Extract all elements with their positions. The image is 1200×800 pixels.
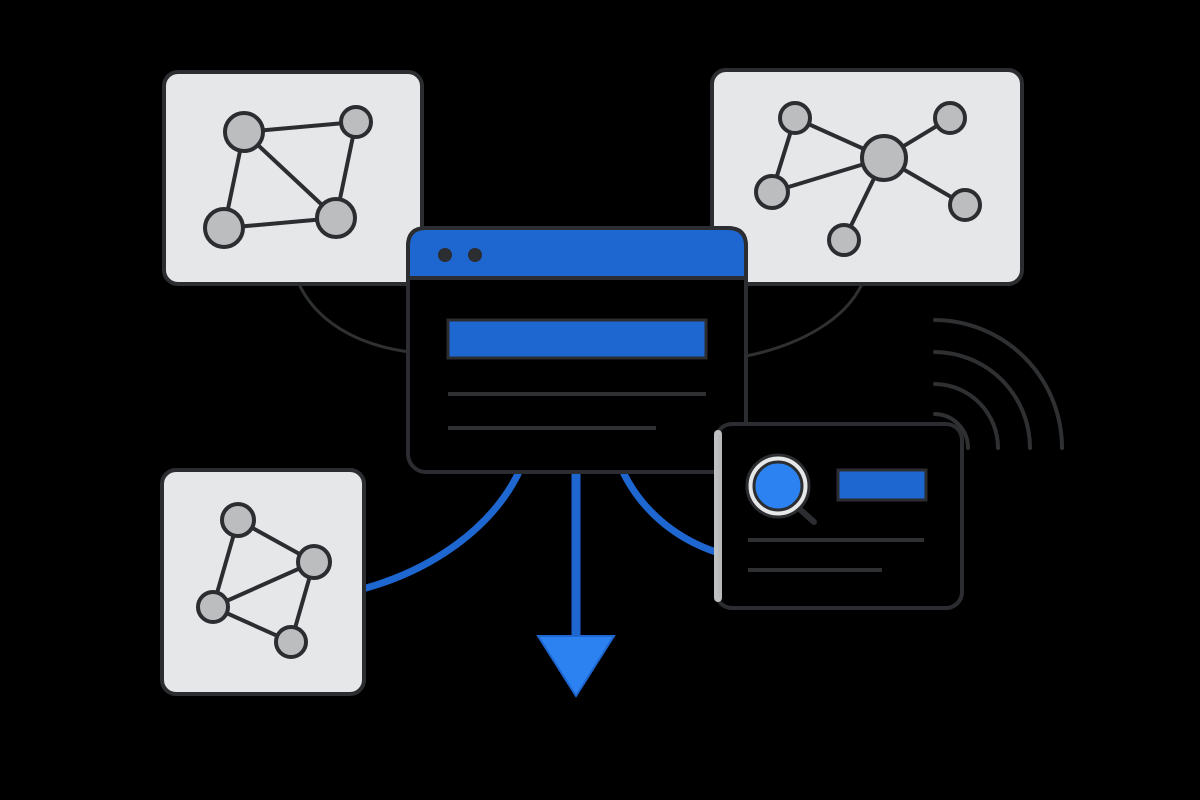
card-title-bar — [836, 468, 928, 502]
graph-node — [754, 174, 790, 210]
connector-top-left-to-window — [296, 281, 411, 354]
graph-node — [778, 101, 812, 135]
browser-window-icon — [406, 226, 748, 474]
graph-node — [315, 197, 357, 239]
arrow-down-icon — [536, 474, 616, 698]
hub-network-graph-icon — [754, 101, 982, 257]
connector-top-right-to-window — [745, 283, 864, 358]
graph-node — [933, 101, 967, 135]
graph-node — [196, 590, 230, 624]
graph-node — [220, 502, 256, 538]
graph-node — [948, 188, 982, 222]
graph-node — [339, 105, 373, 139]
wireless-signal-icon — [933, 318, 1064, 450]
graph-panel-top-right — [710, 68, 1024, 286]
card-glow-edge — [714, 430, 722, 602]
graph-node — [203, 207, 245, 249]
search-profile-card-icon — [714, 422, 964, 610]
network-graph-icon — [203, 105, 373, 249]
connector-window-to-bottom-left — [362, 470, 522, 592]
graph-panel-bottom-left — [160, 468, 366, 696]
window-title-bar — [406, 226, 748, 280]
network-graph-icon — [196, 502, 332, 659]
graph-panel-top-left — [162, 70, 424, 286]
graph-node — [827, 223, 861, 257]
window-highlight-bar — [446, 318, 708, 360]
search-icon — [745, 453, 817, 525]
connector-window-to-search-card — [620, 470, 720, 556]
graph-node — [296, 544, 332, 580]
window-control-dot — [438, 248, 452, 262]
window-control-dot — [468, 248, 482, 262]
graph-hub-node — [860, 134, 908, 182]
graph-node — [223, 111, 265, 153]
graph-node — [274, 625, 308, 659]
